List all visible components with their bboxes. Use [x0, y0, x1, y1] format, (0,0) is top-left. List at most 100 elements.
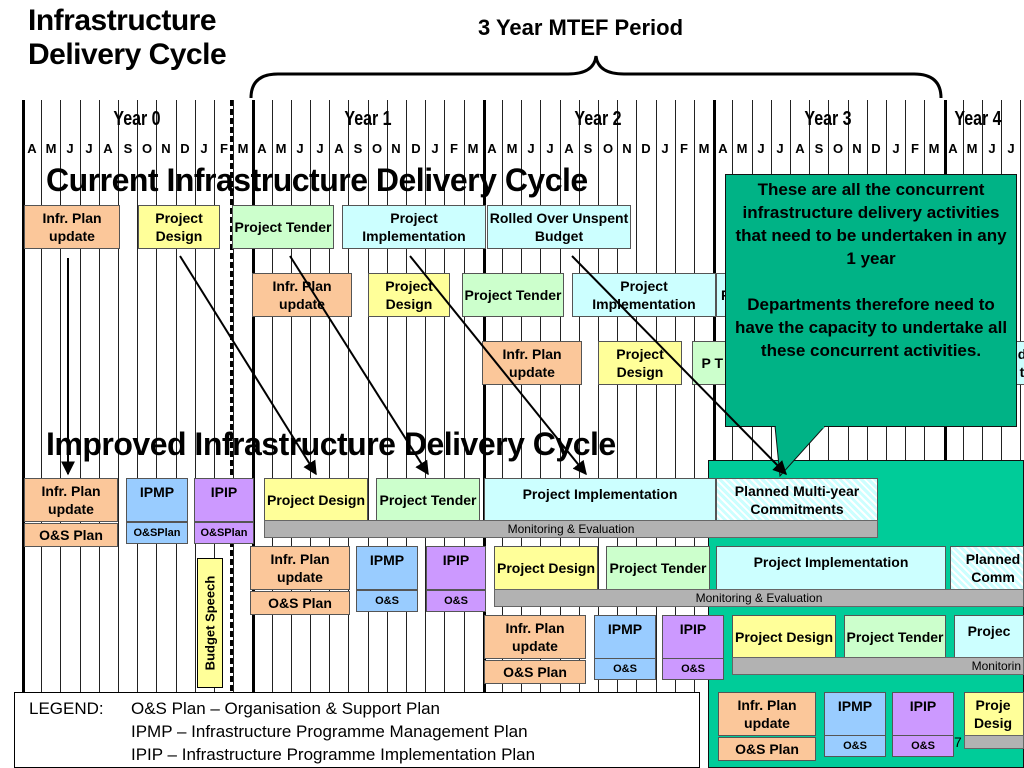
month-label: M — [237, 141, 249, 156]
month-label: M — [966, 141, 978, 156]
month-label: A — [948, 141, 958, 156]
arrow-impl-r1 — [409, 255, 587, 476]
month-label: O — [371, 141, 383, 156]
month-divider — [540, 100, 541, 768]
current-r2-infr-plan: Infr. Plan update — [252, 273, 352, 317]
improved-r3-ipmp-sub: O&S — [594, 658, 656, 680]
current-r3-infr-plan: Infr. Plan update — [482, 341, 582, 385]
month-label: J — [431, 141, 439, 156]
month-label: N — [161, 141, 171, 156]
month-divider — [272, 100, 273, 768]
month-divider — [176, 100, 177, 768]
improved-r1-ipmp: IPMP — [126, 478, 188, 522]
month-label: A — [334, 141, 344, 156]
month-label: N — [852, 141, 862, 156]
month-divider — [828, 100, 829, 768]
month-divider — [617, 100, 618, 768]
month-divider — [1020, 100, 1021, 768]
month-divider — [502, 100, 503, 768]
improved-r4-ipmp: IPMP — [824, 692, 886, 736]
month-divider — [310, 100, 311, 768]
month-label: M — [45, 141, 57, 156]
month-label: M — [928, 141, 940, 156]
month-divider — [329, 100, 330, 768]
improved-r1-impl: Project Implementation — [484, 478, 716, 522]
month-divider — [867, 100, 868, 768]
month-divider — [156, 100, 157, 768]
improved-r2-ipmp: IPMP — [356, 546, 418, 590]
month-label: J — [661, 141, 669, 156]
improved-r2-ipip-sub: O&S — [426, 590, 486, 612]
month-label: A — [564, 141, 574, 156]
month-label: O — [832, 141, 844, 156]
month-divider — [771, 100, 772, 768]
year-divider — [944, 100, 947, 768]
month-label: J — [757, 141, 765, 156]
improved-r4-number: 7 — [954, 734, 962, 750]
improved-r3-infr-plan: Infr. Plan update — [484, 615, 586, 659]
month-label: S — [814, 141, 824, 156]
month-divider — [233, 100, 234, 768]
current-cycle-heading: Current Infrastructure Delivery Cycle — [46, 162, 588, 198]
improved-r4-ipip-sub: O&S — [892, 735, 954, 757]
year-divider — [483, 100, 486, 768]
month-label: A — [103, 141, 113, 156]
improved-r2-design: Project Design — [494, 546, 598, 590]
legend-label: LEGEND: — [29, 699, 104, 718]
month-divider — [560, 100, 561, 768]
month-divider — [137, 100, 138, 768]
month-label: J — [1007, 141, 1015, 156]
improved-r1-design: Project Design — [264, 478, 368, 522]
improved-r3-ipip: IPIP — [662, 615, 724, 659]
improved-r1-planned: Planned Multi-year Commitments — [716, 478, 878, 522]
improved-r1-ipip: IPIP — [194, 478, 254, 522]
month-label: A — [718, 141, 728, 156]
month-label: N — [622, 141, 632, 156]
improved-r4-ipip: IPIP — [892, 692, 954, 736]
current-r1-tender: Project Tender — [232, 205, 334, 249]
current-r3-design: Project Design — [598, 341, 682, 385]
month-divider — [598, 100, 599, 768]
month-label: O — [602, 141, 614, 156]
month-divider — [924, 100, 925, 768]
month-label: D — [641, 141, 651, 156]
year-label: Year 0 — [113, 108, 161, 130]
arrow-rollover — [571, 255, 787, 475]
improved-r1-ipip-sub: O&SPlan — [194, 522, 254, 544]
improved-r3-ipmp: IPMP — [594, 615, 656, 659]
callout-paragraph-2: Departments therefore need to have the c… — [734, 295, 1008, 360]
current-r1-impl: Project Implementation — [342, 205, 486, 249]
month-label: F — [220, 141, 228, 156]
month-divider — [41, 100, 42, 768]
improved-r1-me-bar: Monitoring & Evaluation — [264, 520, 878, 538]
month-divider — [752, 100, 753, 768]
month-label: J — [988, 141, 996, 156]
month-label: D — [180, 141, 190, 156]
month-divider — [694, 100, 695, 768]
month-label: J — [527, 141, 535, 156]
month-label: M — [698, 141, 710, 156]
month-label: J — [776, 141, 784, 156]
month-divider — [214, 100, 215, 768]
month-label: A — [27, 141, 37, 156]
month-label: N — [391, 141, 401, 156]
month-label: O — [141, 141, 153, 156]
year-divider — [252, 100, 255, 768]
improved-r3-ipip-sub: O&S — [662, 658, 724, 680]
year-label: Year 3 — [804, 108, 852, 130]
page-title: Infrastructure Delivery Cycle — [28, 4, 227, 72]
year-label: Year 4 — [954, 108, 1002, 130]
improved-r1-ipmp-sub: O&SPlan — [126, 522, 188, 544]
callout-pointer — [774, 426, 826, 478]
current-r1-rollover: Rolled Over Unspent Budget — [487, 205, 631, 249]
month-label: S — [583, 141, 593, 156]
month-label: J — [200, 141, 208, 156]
improved-r4-infr-plan: Infr. Plan update — [718, 692, 816, 736]
month-label: J — [316, 141, 324, 156]
month-divider — [425, 100, 426, 768]
budget-dashed-line — [230, 100, 233, 700]
month-label: A — [487, 141, 497, 156]
mtef-period-label: 3 Year MTEF Period — [478, 15, 684, 40]
improved-r2-ipmp-sub: O&S — [356, 590, 418, 612]
